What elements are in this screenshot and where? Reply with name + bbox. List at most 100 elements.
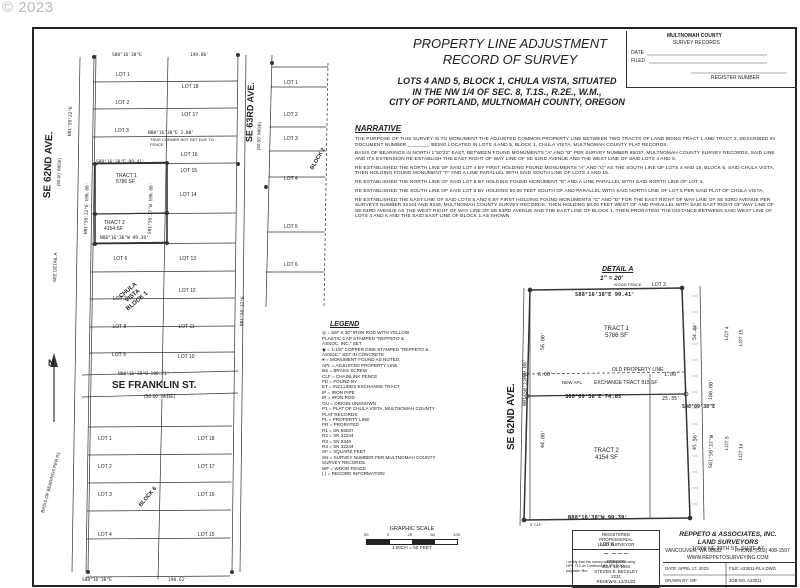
legend-item: PLASTIC CAP STAMPED "REPPETO & [322,335,405,341]
detail-clf-note: 3' CLF [530,522,542,527]
bearing-south-dist: 198.62' [168,578,187,583]
detail-new-apl-label: NEW APL [562,380,583,385]
street-label-62nd: SE 62ND AVE. [42,131,56,199]
stamp-line: REGISTERED [602,532,630,537]
detail-dist-44: 44.00' [540,429,547,449]
bearing-top: S88°16'38"E [112,53,142,58]
lot-label-east: LOT 15 [180,168,198,174]
monument-marker [93,242,97,246]
detail-lot3: LOT 3 [652,282,666,288]
detail-old-pl: OLD PROPERTY LINE [612,367,664,373]
legend-item: ASSOC. INC." SET [322,341,362,347]
county-name: MULTNOMAH COUNTY [667,33,722,39]
tract-name: TRACT 2 [104,220,125,226]
lot-line [87,481,232,484]
lot-label-block2: LOT 6 [284,262,298,268]
ave62-east-row [85,56,95,573]
footer-job: JOB NO. A23011 [729,578,762,583]
lot-label-south-east: LOT 16 [198,492,215,498]
tract-area: 4154 SF [104,226,123,232]
ave62-west-row [71,56,81,573]
legend-item: ET = INCLUDES EXCHANGE TRACT [322,384,400,390]
street-label-franklin: SE FRANKLIN ST. [112,380,197,391]
detail-old-line [526,371,687,375]
legend-item: PLAT RECORDS [322,411,358,417]
lot-label-block2: LOT 2 [284,112,298,118]
lot-line [89,351,235,354]
street-width-franklin: (50.00' WIDE) [144,394,176,400]
tract-area: 4154 SF [595,455,618,461]
detail-monument [521,517,527,523]
bearing-tract-north: S88°16'38"E 99.41' [96,160,145,165]
monument-marker [264,185,268,189]
detail-tract-outline [523,287,691,521]
see-detail-label: SEE DETAIL A [52,252,59,283]
scale-tick: 0 [386,532,390,537]
bearing-north-left: N01°50'22"E [68,106,75,137]
detail-ticks [692,295,698,505]
detail-south-line: N88°16'38"W 99.39' [568,515,628,521]
narrative-paragraph: RE-ESTABLISHED THE NORTH LINE OF SAID LO… [355,165,775,177]
detail-apl-bearing: S88°09'38"E 74.05' [565,394,625,400]
scale-tick: 25 [407,532,412,537]
detail-ave62-west [519,287,525,527]
lot-label-south-west: LOT 3 [98,492,112,498]
subtitle-line-2: IN THE NW 1/4 OF SEC. 8, T.1S., R.2E., W… [412,86,602,97]
scale-title: GRAPHIC SCALE [389,526,435,532]
legend-item: IR = IRON ROD [322,395,355,401]
detail-lot15: LOT 15 [738,329,745,347]
firm-subtitle: LAND SURVEYORS [697,539,759,546]
bearing-lot9-south: N88°16'38"W 198.71' [118,372,170,377]
detail-monument [683,391,689,397]
detail-lot5: LOT 5 [724,436,731,451]
lot-label-west: LOT 1 [116,72,130,78]
scale-tick: 50 [430,532,435,537]
county-records-box: MULTNOMAH COUNTY SURVEY RECORDS DATE FIL… [626,31,797,88]
franklin-south-row [81,392,239,398]
lot-label-south-east: LOT 18 [198,436,215,442]
lot-line [89,297,235,300]
legend-item: R2 = SN 32244 [322,433,354,439]
lot-line [85,575,231,578]
detail-west-dist: 100.00' [522,358,529,381]
legend-item: IP = IRON PIPE [322,389,355,395]
detail-lot14: LOT 14 [738,443,745,461]
monument-marker [92,55,96,59]
detail-exchange-tract: EXCHANGE TRACT 815 SF [594,380,658,386]
monument-marker [165,241,169,245]
bearing-lot3: N88°16'38"E 1.00' [148,131,195,136]
detail-lot6: LOT 6 [600,542,614,548]
legend-item: ● = MONUMENT FOUND AS NOTED. [322,357,401,363]
register-label: REGISTER NUMBER [711,75,760,81]
detail-monument [679,285,685,291]
legend-item: PR = PRORATED [322,422,359,428]
tract-outline [94,161,168,245]
stamp-line: JULY 13, 1994 [601,563,631,569]
block-center-line [161,56,169,388]
narrative-text: THE PURPOSE OF THIS SURVEY IS TO MONUMEN… [355,137,780,223]
county-box-lines [647,54,787,74]
lot-label-west: LOT 9 [112,352,126,358]
footer-grid [663,563,797,588]
lot3-note: TRUE CORNER NOT SET DUE TO FENCE [150,137,214,147]
detail-dist-1: 1.00' [664,372,680,378]
lot-label-block2: LOT 1 [284,80,298,86]
legend-item: APL = ADJUSTED PROPERTY LINE [322,362,398,368]
stamp-line: RENEWAL 12/31/23 [596,579,636,585]
detail-dist-5444: 54.44' [692,321,699,341]
block1-east-line [231,54,239,573]
stamp-line: LAND SURVEYOR [597,542,635,548]
plat-map [50,53,329,580]
lot-label-west: LOT 3 [115,128,129,134]
north-label: N [48,358,55,368]
lot-label-block2: LOT 5 [284,224,298,230]
tract-area: 5786 SF [116,179,135,185]
lot-line [92,107,238,110]
lot-line [92,135,237,138]
stamp-header: REGISTERED PROFESSIONAL LAND SURVEYOR [573,531,659,550]
franklin-north-row [81,370,239,376]
detail-dist-6: 6.00' [538,372,554,378]
block2-lot-lines [265,86,327,273]
legend-item: OU = ORIGIN UNKNOWN [322,400,376,406]
legend: LEGEND ◎ = 5/8" X 30" IRON ROD WITH YELL… [322,321,502,476]
